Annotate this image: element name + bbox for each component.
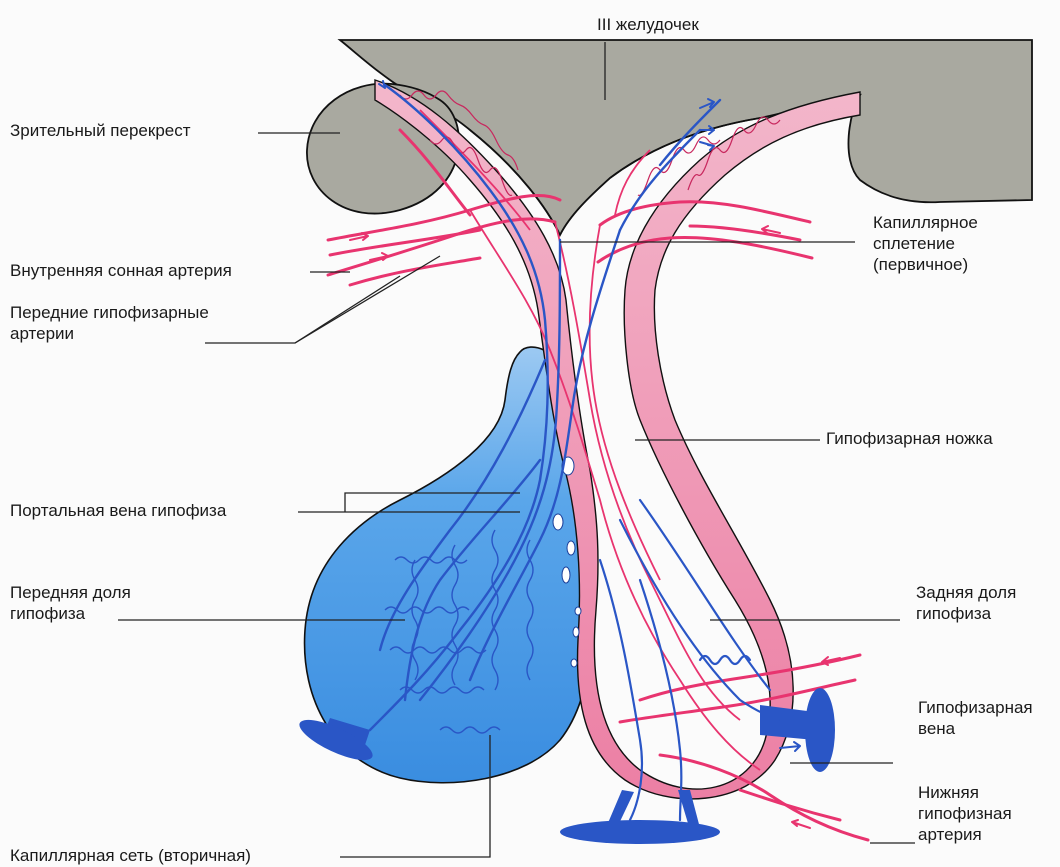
label-posterior-lobe: Задняя доля гипофиза <box>916 582 1016 624</box>
label-secondary-capillary-net: Капиллярная сеть (вторичная) <box>10 845 251 866</box>
label-primary-capillary-plexus: Капиллярное сплетение (первичное) <box>873 212 978 275</box>
label-portal-vein: Портальная вена гипофиза <box>10 500 226 521</box>
anterior-lobe-shape <box>305 347 594 783</box>
label-anterior-hypophyseal-arteries: Передние гипофизарные артерии <box>10 302 209 344</box>
label-third-ventricle: III желудочек <box>597 14 699 35</box>
label-anterior-lobe: Передняя доля гипофиза <box>10 582 131 624</box>
label-internal-carotid: Внутренняя сонная артерия <box>10 260 232 281</box>
label-inferior-hypophyseal-artery: Нижняя гипофизная артерия <box>918 782 1012 845</box>
label-hypophyseal-vein: Гипофизарная вена <box>918 697 1033 739</box>
label-pituitary-stalk: Гипофизарная ножка <box>826 428 993 449</box>
label-optic-chiasm: Зрительный перекрест <box>10 120 191 141</box>
